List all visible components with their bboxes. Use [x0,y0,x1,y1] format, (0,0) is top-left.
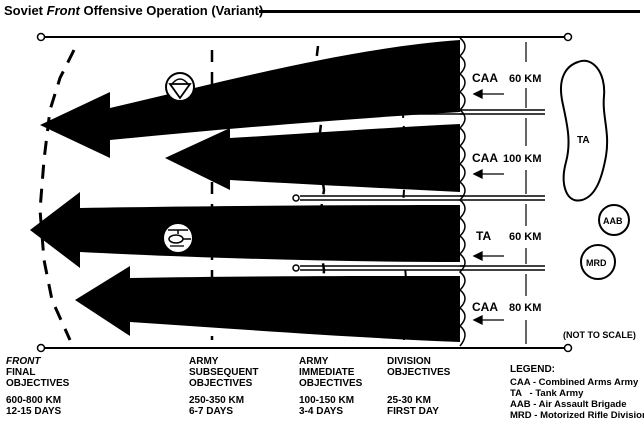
objective-label: ARMY [299,356,329,367]
attack-arrow-1 [40,40,460,158]
objective-label: OBJECTIVES [189,378,253,389]
title-prefix: Soviet [4,3,47,18]
title-row: Soviet Front Offensive Operation (Varian… [4,3,640,21]
parachute-icon [165,72,195,102]
attack-arrow-3 [30,192,460,268]
objective-front-final: FRONT FINAL OBJECTIVES 600-800 KM 12-15 … [6,356,69,417]
legend: LEGEND: CAA - Combined Arms Army TA - Ta… [510,364,644,421]
objective-time: 6-7 DAYS [189,406,234,417]
objective-distance: 600-800 KM [6,395,62,406]
objective-time: FIRST DAY [387,406,439,417]
frontline-edge [458,37,466,347]
objective-time: 12-15 DAYS [6,406,62,417]
title-italic: Front [46,3,80,18]
diagram-title: Soviet Front Offensive Operation (Varian… [4,3,263,18]
army-frontage-3: 60 KM [509,231,541,243]
objective-label: IMMEDIATE [299,367,355,378]
objective-label: OBJECTIVES [387,367,451,378]
tank-army-reserve-shape [560,59,609,202]
objective-label: FINAL [6,367,36,378]
legend-entry: MRD - Motorized Rifle Division [510,410,644,421]
army-type-1: CAA [472,71,498,85]
army-frontage-4: 80 KM [509,302,541,314]
legend-entry: CAA - Combined Arms Army [510,377,639,388]
objective-label: DIVISION [387,356,431,367]
attack-arrow-2 [165,124,460,192]
front-final-objective-line [38,49,76,341]
legend-entry: AAB - Air Assault Brigade [510,399,627,410]
objective-army-subsequent: ARMY SUBSEQUENT OBJECTIVES 250-350 KM 6-… [189,356,258,417]
army-type-2: CAA [472,151,498,165]
boundary-overlay [460,109,545,271]
objective-label: OBJECTIVES [299,378,363,389]
objective-heading: FRONT [6,356,41,367]
objective-time: 3-4 DAYS [299,406,344,417]
legend-heading: LEGEND: [510,364,555,375]
objective-label: ARMY [189,356,219,367]
objective-army-immediate: ARMY IMMEDIATE OBJECTIVES 100-150 KM 3-4… [299,356,362,417]
frontline-scallop [460,38,560,346]
attack-arrow-4 [75,266,460,342]
objective-distance: 25-30 KM [387,395,431,406]
reserve-ta-label: TA [577,135,590,146]
advance-arrows [472,88,504,326]
army-frontage-2: 100 KM [503,153,542,165]
helicopter-icon [162,222,194,254]
objective-label: SUBSEQUENT [189,367,259,378]
objective-label: OBJECTIVES [6,378,70,389]
title-rule [259,10,640,13]
objective-distance: 100-150 KM [299,395,355,406]
army-frontage-1: 60 KM [509,73,541,85]
objective-division: DIVISION OBJECTIVES 25-30 KM FIRST DAY [387,356,450,417]
reserve-aab-label: AAB [603,216,623,226]
front-boundary-top [36,32,573,42]
legend-entry: TA - Tank Army [510,388,584,399]
reserve-mrd-label: MRD [586,258,607,268]
objective-distance: 250-350 KM [189,395,245,406]
mrd-reserve-circle [580,244,616,280]
not-to-scale-note: (NOT TO SCALE) [563,330,636,340]
title-suffix: Offensive Operation (Variant) [79,3,264,18]
army-type-4: CAA [472,300,498,314]
army-type-3: TA [476,229,491,243]
aab-reserve-circle [598,204,630,236]
front-boundary-bottom [36,343,573,353]
